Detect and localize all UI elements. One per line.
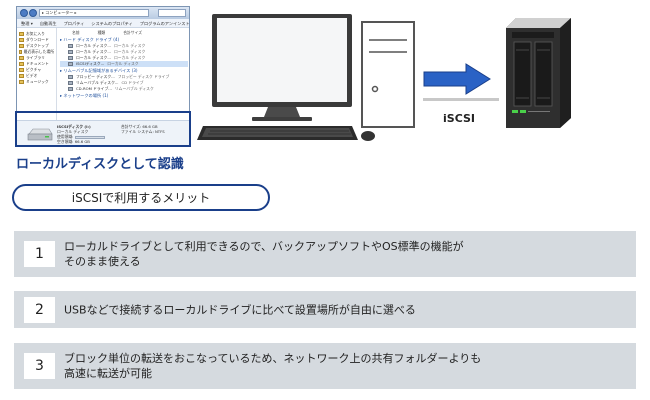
merit-line: そのまま使える [64,255,141,268]
drive-icon [68,44,73,48]
explorer-sidebar: お気に入り ダウンロード デスクトップ 最近表示した場所 ライブラリ ドキュメン… [17,28,57,120]
drive-icon [27,128,53,141]
address-bar: ▸ コンピューター ▸ [39,9,149,17]
mouse-icon [361,131,375,141]
explorer-menubar: 整理 ▾ 自動再生 プロパティ システムのプロパティ プログラムのアンインストー… [17,19,189,28]
sidebar-item: ダウンロード [19,37,54,43]
search-box [158,9,186,17]
menu-item: プロパティ [63,21,85,26]
merit-number: 1 [24,241,55,267]
back-icon [20,9,28,17]
disc-icon [68,87,73,91]
group-header: ▸ ハード ディスク ドライブ (4) [60,37,120,42]
sidebar-item: ミュージック [19,79,54,85]
monitor-icon [212,14,352,121]
folder-icon [19,38,24,42]
sidebar-item: ピクチャ [19,67,54,73]
merit-item-3: 3 ブロック単位の転送をおこなっているため、ネットワーク上の共有フォルダーよりも… [14,343,636,389]
sidebar-item: ドキュメント [19,61,54,67]
caption-recognized-as-local-disk: ローカルディスクとして認識 [16,157,184,172]
details-right: 合計サイズ: 66.6 GB ファイル システム: NTFS [121,124,165,134]
folder-icon [19,68,24,72]
merit-number: 2 [24,296,55,323]
list-item: ローカル ディスク...ローカル ディスク [60,55,188,61]
library-icon [19,56,24,60]
merit-text: ブロック単位の転送をおこなっているため、ネットワーク上の共有フォルダーよりも 高… [64,351,624,381]
folder-icon [19,74,24,78]
merit-number: 3 [24,353,55,379]
disc-icon [68,81,73,85]
keyboard-icon [197,126,358,140]
floppy-icon [68,75,73,79]
sidebar-item: 最近表示した場所 [19,49,54,55]
explorer-window-screenshot: ▸ コンピューター ▸ 整理 ▾ 自動再生 プロパティ システムのプロパティ プ… [16,6,190,146]
illustration-layer [197,14,571,141]
usage-bar [74,135,105,139]
merit-text: USBなどで接続するローカルドライブに比べて設置場所が自由に選べる [64,302,624,317]
list-item: フロッピー ディスク...フロッピー ディスク ドライブ [60,74,188,80]
list-item-selected: ISCSIディスク...ローカル ディスク [60,61,188,67]
folder-icon [19,62,24,66]
network-line [423,98,499,101]
folder-icon [19,44,24,48]
star-icon [19,32,24,36]
list-item: リムーバブル ディスク...CD ドライブ [60,80,188,86]
merit-item-1: 1 ローカルドライブとして利用できるので、バックアップソフトやOS標準の機能が … [14,231,636,277]
iscsi-label: iSCSI [443,112,475,125]
menu-item: 整理 ▾ [21,21,33,26]
drive-icon [68,50,73,54]
details-left: ISCSIディスク (I:) ローカル ディスク 使用領域: 空き領域: 66.… [57,124,105,144]
merit-item-2: 2 USBなどで接続するローカルドライブに比べて設置場所が自由に選べる [14,291,636,328]
sidebar-item: デスクトップ [19,43,54,49]
sidebar-item: ビデオ [19,73,54,79]
menu-item: プログラムのアンインストールと変更 [139,21,190,26]
folder-icon [19,50,22,54]
drive-icon [68,56,73,60]
list-item: CD-ROM ドライブ...リムーバブル ディスク [60,86,188,92]
explorer-file-list: 名前 種類 合計サイズ ▸ ハード ディスク ドライブ (4) ローカル ディス… [60,30,188,120]
details-pane: ISCSIディスク (I:) ローカル ディスク 使用領域: 空き領域: 66.… [17,120,189,145]
list-item: ローカル ディスク...ローカル ディスク [60,49,188,55]
merit-line: USBなどで接続するローカルドライブに比べて設置場所が自由に選べる [64,303,416,316]
arrow-right-icon [423,63,491,95]
folder-icon [19,80,24,84]
merit-text: ローカルドライブとして利用できるので、バックアップソフトやOS標準の機能が その… [64,239,624,269]
merits-title-pill: iSCSIで利用するメリット [12,184,270,211]
forward-icon [29,9,37,17]
merit-line: ブロック単位の転送をおこなっているため、ネットワーク上の共有フォルダーよりも [64,352,482,365]
explorer-titlebar: ▸ コンピューター ▸ [17,7,189,19]
menu-item: システムのプロパティ [91,21,133,26]
drive-icon [68,62,73,66]
merit-line: ローカルドライブとして利用できるので、バックアップソフトやOS標準の機能が [64,240,464,253]
merits-title: iSCSIで利用するメリット [71,191,211,205]
menu-item: 自動再生 [39,21,57,26]
sidebar-item: お気に入り [19,31,54,37]
column-headers: 名前 種類 合計サイズ [72,30,143,35]
sidebar-item: ライブラリ [19,55,54,61]
group-header: ▸ ネットワークの場所 (1) [60,93,109,98]
list-item: ローカル ディスク...ローカル ディスク [60,43,188,49]
nas-device-icon [506,18,571,128]
pc-tower-icon [361,21,415,128]
merit-line: 高速に転送が可能 [64,367,152,380]
group-header: ▸ リムーバブル記憶域があるデバイス (3) [60,68,138,73]
